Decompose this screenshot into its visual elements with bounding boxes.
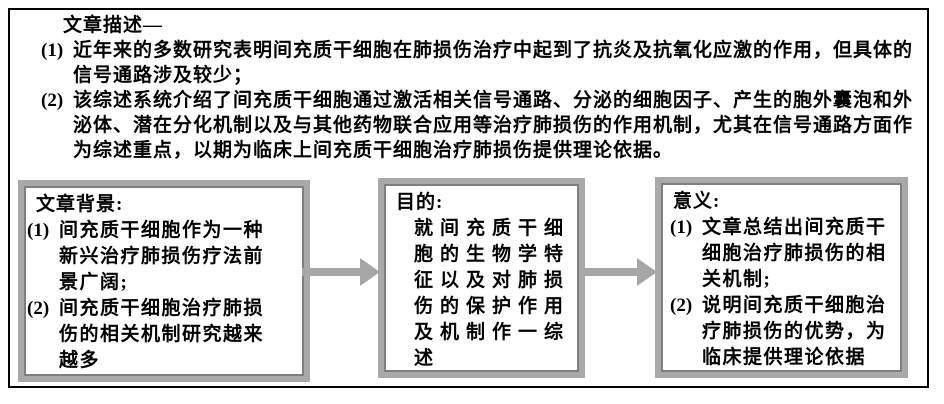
- significance-box: 意义: (1) 文章总结出间充质干 细胞治疗肺损伤的相 关机制; (2) 说明间…: [655, 177, 908, 378]
- purpose-box: 目的: 就间充质干细 胞的生物学特 征以及对肺损 伤的保护作用 及机制作一综 述: [378, 178, 585, 378]
- outer-frame: 文章描述— (1) 近年来的多数研究表明间充质干细胞在肺损伤治疗中起到了抗炎及抗…: [8, 8, 929, 388]
- significance-item-2: (2) 说明间充质干细胞治 疗肺损伤的优势，为 临床提供理论依据: [661, 293, 902, 371]
- item-text: 近年来的多数研究表明间充质干细胞在肺损伤治疗中起到了抗炎及抗氧化应激的作用，但具…: [73, 40, 914, 86]
- item-marker: (2): [670, 295, 693, 316]
- item-text: 该综述系统介绍了间充质干细胞通过激活相关信号通路、分泌的细胞因子、产生的胞外囊泡…: [73, 90, 914, 161]
- purpose-box-heading: 目的:: [396, 192, 444, 213]
- significance-box-heading: 意义:: [673, 191, 721, 212]
- description-title: 文章描述—: [63, 15, 164, 36]
- article-description: 文章描述— (1) 近年来的多数研究表明间充质干细胞在肺损伤治疗中起到了抗炎及抗…: [10, 13, 923, 163]
- item-marker: (1): [27, 220, 50, 241]
- item-text: 间充质干细胞作为一种 新兴治疗肺损伤疗法前 景广阔;: [59, 220, 265, 293]
- description-item-1: (1) 近年来的多数研究表明间充质干细胞在肺损伤治疗中起到了抗炎及抗氧化应激的作…: [41, 38, 923, 88]
- item-text: 文章总结出间充质干 细胞治疗肺损伤的相 关机制;: [702, 217, 887, 290]
- item-marker: (2): [27, 298, 50, 319]
- background-box: 文章背景: (1) 间充质干细胞作为一种 新兴治疗肺损伤疗法前 景广阔; (2)…: [18, 180, 310, 382]
- background-box-heading: 文章背景:: [36, 194, 124, 215]
- purpose-box-body: 就间充质干细 胞的生物学特 征以及对肺损 伤的保护作用 及机制作一综 述: [414, 218, 571, 369]
- item-text: 说明间充质干细胞治 疗肺损伤的优势，为 临床提供理论依据: [702, 295, 887, 368]
- arrow-right-icon: [302, 258, 380, 286]
- description-item-2: (2) 该综述系统介绍了间充质干细胞通过激活相关信号通路、分泌的细胞因子、产生的…: [41, 88, 923, 163]
- item-marker: (1): [41, 40, 64, 61]
- item-marker: (1): [670, 217, 693, 238]
- background-item-2: (2) 间充质干细胞治疗肺损 伤的相关机制研究越来 越多: [24, 296, 304, 374]
- significance-item-1: (1) 文章总结出间充质干 细胞治疗肺损伤的相 关机制;: [661, 215, 902, 293]
- item-marker: (2): [41, 90, 64, 111]
- arrow-right-icon: [585, 258, 657, 286]
- background-item-1: (1) 间充质干细胞作为一种 新兴治疗肺损伤疗法前 景广阔;: [24, 218, 304, 296]
- item-text: 间充质干细胞治疗肺损 伤的相关机制研究越来 越多: [59, 298, 265, 371]
